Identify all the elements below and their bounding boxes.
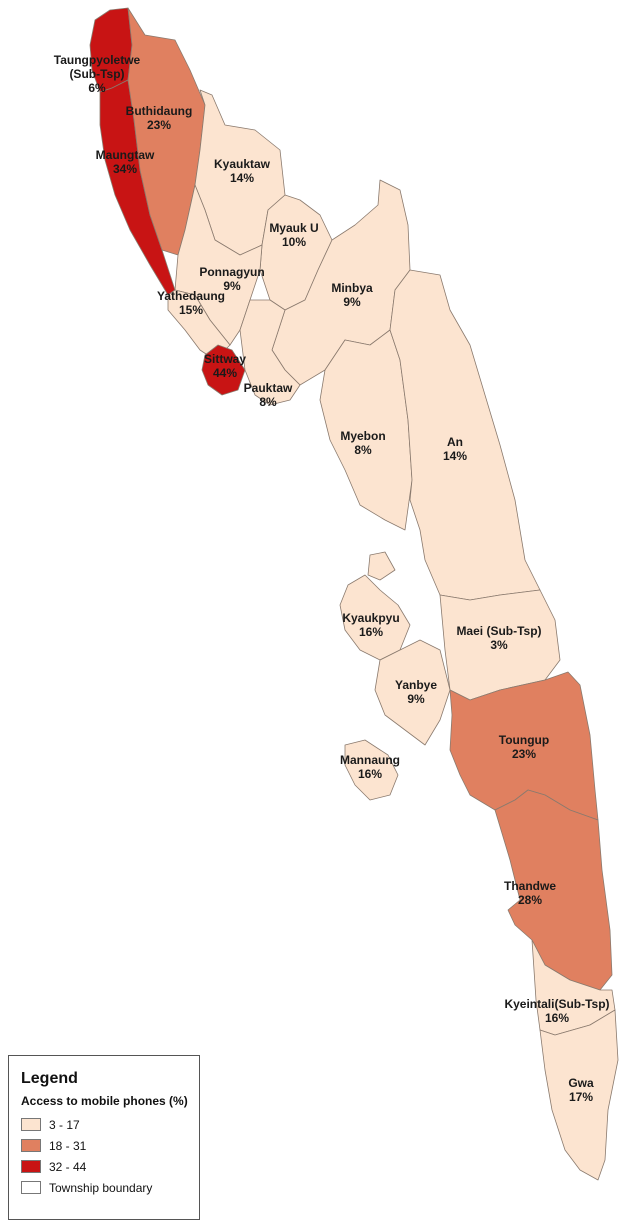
- township-label-line: 6%: [88, 81, 106, 95]
- township-an[interactable]: [389, 269, 541, 601]
- township-label-line: Maungtaw: [96, 148, 155, 162]
- township-thandwe[interactable]: [494, 789, 613, 991]
- township-label-line: Myebon: [340, 429, 385, 443]
- township-mannaung[interactable]: [344, 739, 399, 801]
- township-myebon[interactable]: [319, 329, 413, 531]
- township-label-line: 34%: [113, 162, 137, 176]
- township-label-line: Kyaukpyu: [342, 611, 399, 625]
- township-label-line: Thandwe: [504, 879, 556, 893]
- township-label-line: 14%: [230, 171, 254, 185]
- township-label-line: 9%: [223, 279, 241, 293]
- township-label-line: 14%: [443, 449, 467, 463]
- legend-item-boundary: Township boundary: [21, 1177, 189, 1198]
- township-label-line: Yanbye: [395, 678, 437, 692]
- township-label-line: Myauk U: [269, 221, 318, 235]
- township-label-line: An: [447, 435, 463, 449]
- legend-label-high: 32 - 44: [49, 1159, 87, 1174]
- township-label-line: 16%: [359, 625, 383, 639]
- township-label-line: Minbya: [331, 281, 373, 295]
- township-label-line: 17%: [569, 1090, 593, 1104]
- township-pauktaw[interactable]: [239, 299, 301, 406]
- township-label-line: 15%: [179, 303, 203, 317]
- township-label-line: Yathedaung: [157, 289, 225, 303]
- township-label-line: 9%: [407, 692, 425, 706]
- township-label-line: 23%: [512, 747, 536, 761]
- legend-label-boundary: Township boundary: [49, 1180, 153, 1195]
- legend-title: Legend: [21, 1070, 78, 1087]
- township-label-kyeintali: Kyeintali(Sub-Tsp)16%: [504, 997, 609, 1025]
- township-label-line: Gwa: [568, 1076, 594, 1090]
- legend-label-mid: 18 - 31: [49, 1138, 87, 1153]
- legend-item-high: 32 - 44: [21, 1156, 189, 1177]
- township-label-line: 8%: [354, 443, 372, 457]
- township-label-maei: Maei (Sub-Tsp)3%: [456, 624, 541, 652]
- township-label-line: 8%: [259, 395, 277, 409]
- legend-item-mid: 18 - 31: [21, 1135, 189, 1156]
- township-label-line: Taungpyoletwe: [54, 53, 141, 67]
- township-label-line: 9%: [343, 295, 361, 309]
- township-label-taungpyoletwe: Taungpyoletwe(Sub-Tsp)6%: [54, 53, 141, 95]
- township-kyaukpyu-island[interactable]: [367, 551, 396, 581]
- township-label-line: Maei (Sub-Tsp): [456, 624, 541, 638]
- legend-subtitle: Access to mobile phones (%): [21, 1094, 188, 1108]
- township-sittway[interactable]: [201, 344, 246, 396]
- township-label-line: 16%: [358, 767, 382, 781]
- township-yanbye[interactable]: [374, 639, 451, 746]
- township-label-line: 10%: [282, 235, 306, 249]
- township-label-line: 23%: [147, 118, 171, 132]
- legend: Legend Access to mobile phones (%) 3 - 1…: [8, 1055, 200, 1220]
- township-label-line: 28%: [518, 893, 542, 907]
- township-label-line: Mannaung: [340, 753, 400, 767]
- township-label-line: Sittway: [204, 352, 246, 366]
- township-label-line: (Sub-Tsp): [69, 67, 124, 81]
- legend-label-low: 3 - 17: [49, 1117, 80, 1132]
- township-label-line: Kyeintali(Sub-Tsp): [504, 997, 609, 1011]
- township-label-line: Kyauktaw: [214, 157, 271, 171]
- legend-swatch-high: [21, 1160, 41, 1173]
- township-label-line: 3%: [490, 638, 508, 652]
- township-label-line: 44%: [213, 366, 237, 380]
- legend-item-low: 3 - 17: [21, 1114, 189, 1135]
- legend-swatch-mid: [21, 1139, 41, 1152]
- township-label-line: Toungup: [499, 733, 549, 747]
- township-maei[interactable]: [439, 589, 561, 701]
- township-label-line: Ponnagyun: [199, 265, 264, 279]
- legend-swatch-boundary: [21, 1181, 41, 1194]
- township-label-line: Pauktaw: [244, 381, 293, 395]
- township-label-line: 16%: [545, 1011, 569, 1025]
- township-gwa[interactable]: [539, 1009, 619, 1181]
- township-shapes: [89, 7, 619, 1181]
- township-label-line: Buthidaung: [126, 104, 193, 118]
- legend-swatch-low: [21, 1118, 41, 1131]
